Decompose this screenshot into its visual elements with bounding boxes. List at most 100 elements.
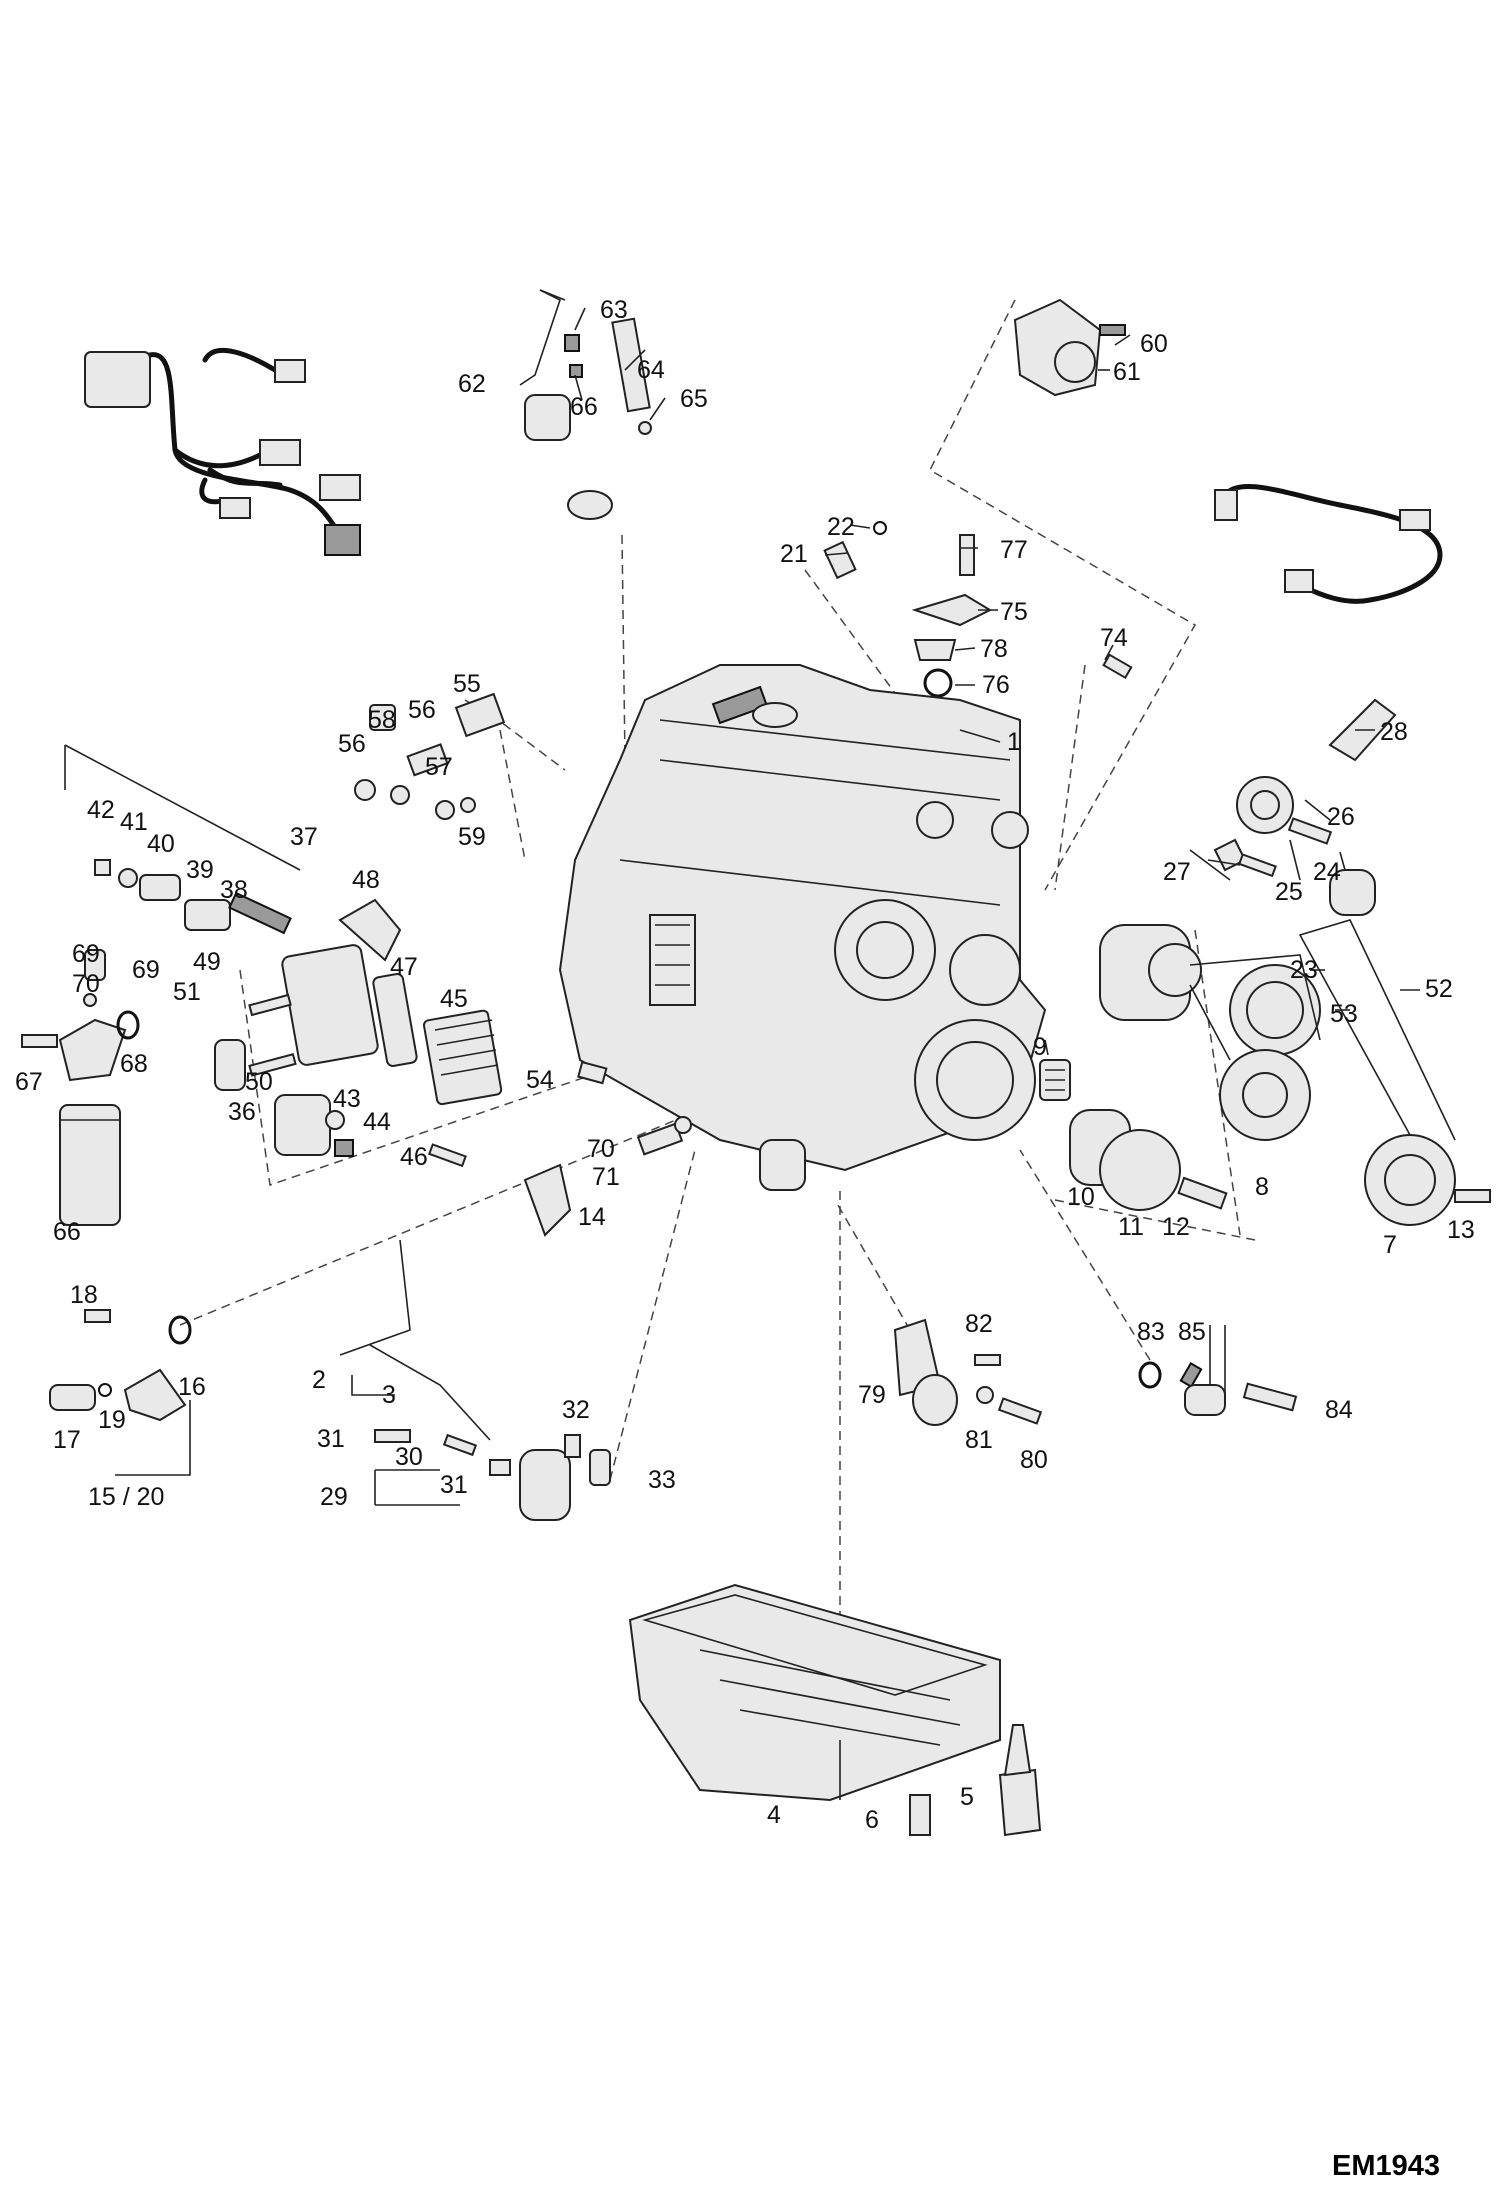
oil-filter-group [21,692,506,1226]
label-70: 70 [72,970,100,998]
label-39: 40 [147,830,175,858]
label-57: 58 [368,706,396,734]
label-60: 62 [458,370,486,398]
label-69: 69 [72,940,100,968]
label-65: 66 [53,1218,81,1246]
label-69b: 70 [587,1135,615,1163]
label-78: 81 [965,1426,993,1454]
label-17: 18 [70,1281,98,1309]
label-38: 39 [186,856,214,884]
label-55: 56 [408,696,436,724]
label-50: 51 [173,978,201,1006]
label-28: 28 [1380,718,1408,746]
water-pump [1013,298,1126,397]
label-14: 14 [578,1203,606,1231]
label-2: 2 [312,1366,326,1394]
label-46: 47 [390,953,418,981]
label-43: 44 [363,1108,391,1136]
label-74: 77 [1000,536,1028,564]
wiring-harness-84 [84,348,361,556]
label-56b: 57 [425,753,453,781]
label-19: 17 [53,1426,81,1454]
label-13: 13 [1447,1216,1475,1244]
label-45: 46 [400,1143,428,1171]
label-5: 5 [960,1783,974,1811]
engine-block [558,664,1047,1191]
bracket-lines [64,744,1231,1506]
label-18: 19 [98,1406,126,1434]
label-79: 82 [965,1310,993,1338]
label-53: 54 [526,1066,554,1094]
label-37: 38 [220,876,248,904]
label-15-20: 15 / 20 [88,1483,164,1511]
thermostat-group [823,521,1133,698]
label-42: 43 [333,1085,361,1113]
label-44: 45 [440,985,468,1013]
label-77: 80 [1020,1446,1048,1474]
leader-lines [539,289,1420,1056]
label-32: 31 [317,1425,345,1453]
label-1: 1 [1007,728,1021,756]
label-9: 9 [1033,1033,1047,1061]
label-62: 65 [680,385,708,413]
diagram-id: EM1943 [1332,2150,1440,2182]
label-72: 75 [1000,598,1028,626]
label-12: 12 [1162,1213,1190,1241]
label-80: 83 [1137,1318,1165,1346]
label-68: 69 [132,956,160,984]
label-63: 66 [570,393,598,421]
label-21: 21 [780,540,808,568]
label-34: 33 [648,1466,676,1494]
label-58: 60 [1140,330,1168,358]
part-labels: 63 62 64 65 66 60 61 22 21 77 75 78 76 7… [15,296,1475,2182]
label-7: 7 [1383,1231,1397,1259]
label-36: 37 [290,823,318,851]
label-27: 27 [1163,858,1191,886]
label-73: 76 [982,671,1010,699]
label-35: 36 [228,1098,256,1126]
label-71: 74 [1100,624,1128,652]
label-76: 79 [858,1381,886,1409]
label-25: 25 [1275,878,1303,906]
label-59: 61 [1113,358,1141,386]
label-57b: 59 [458,823,486,851]
assembly-dashed-lines [179,299,1256,1740]
label-47: 48 [352,866,380,894]
label-26: 26 [1327,803,1355,831]
label-75: 78 [980,635,1008,663]
label-11: 11 [1118,1213,1144,1241]
label-22: 22 [827,513,855,541]
wiring-harness-85 [1214,483,1443,604]
label-61: 64 [637,356,665,384]
pulley-group [1039,919,1491,1226]
misc-parts [49,1060,1298,1521]
oil-pan [628,1583,1042,1837]
label-66: 68 [120,1050,148,1078]
label-33: 32 [562,1396,590,1424]
label-56: 56 [338,730,366,758]
label-16: 16 [178,1373,206,1401]
label-31: 31 [440,1471,468,1499]
label-51: 52 [1425,975,1453,1003]
label-70b: 71 [592,1163,620,1191]
label-24: 24 [1313,858,1341,886]
label-30: 30 [395,1443,423,1471]
label-10: 10 [1067,1183,1095,1211]
label-48: 49 [193,948,221,976]
label-40: 41 [120,808,148,836]
label-3: 3 [382,1381,396,1409]
label-67: 67 [15,1068,43,1096]
label-52: 53 [1330,1000,1358,1028]
label-49: 50 [245,1068,273,1096]
label-54: 55 [453,670,481,698]
label-82: 85 [1178,1318,1206,1346]
label-8: 8 [1255,1173,1269,1201]
label-4: 4 [767,1801,781,1829]
harness-connector-icon [84,351,151,408]
label-23: 23 [1290,956,1318,984]
label-6: 6 [865,1806,879,1834]
label-29: 29 [320,1483,348,1511]
label-41: 42 [87,796,115,824]
label-81: 84 [1325,1396,1353,1424]
